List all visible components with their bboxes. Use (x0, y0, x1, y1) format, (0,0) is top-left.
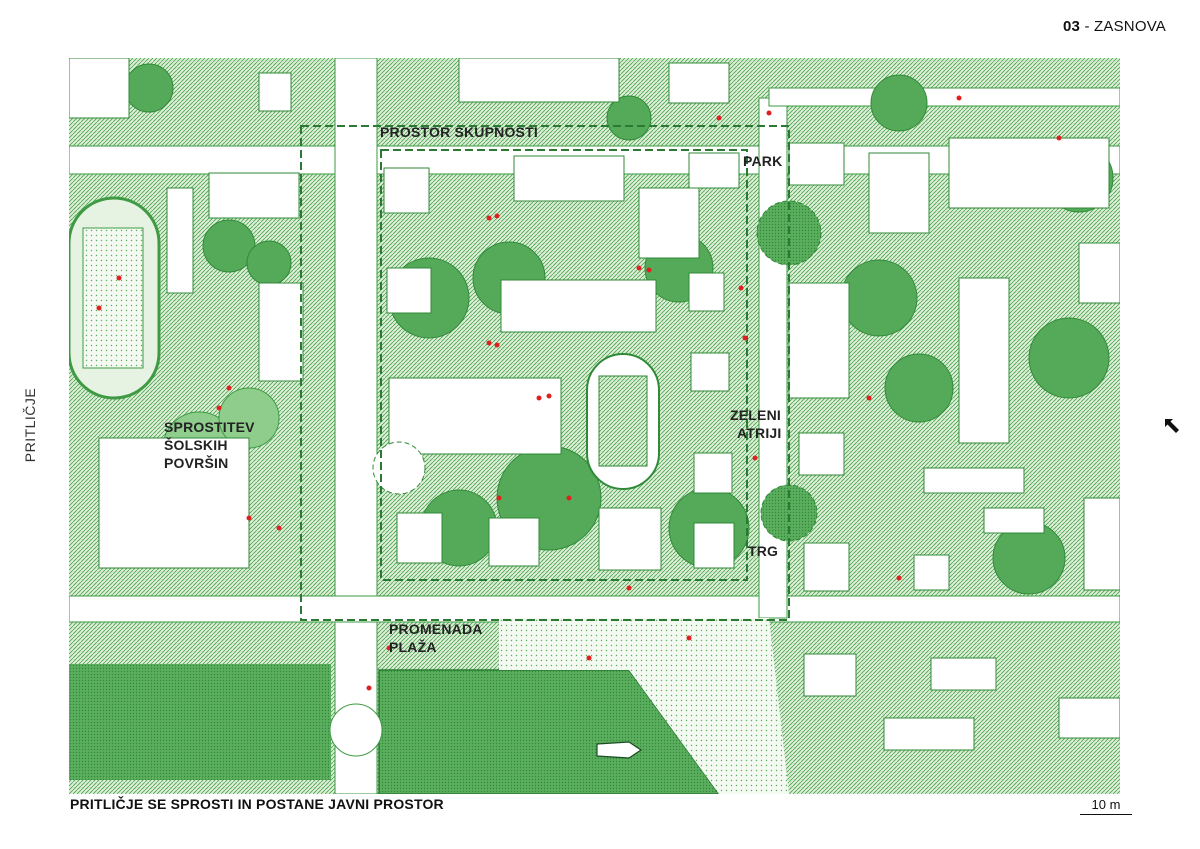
people-markers (96, 95, 1062, 691)
site-boundary (300, 125, 790, 621)
building (458, 58, 620, 103)
site-plan-map: PROSTOR SKUPNOSTI PARK SPROSTITEV ŠOLSKI… (69, 58, 1120, 794)
building (98, 437, 250, 569)
building (1078, 242, 1120, 304)
building (958, 277, 1010, 444)
building (803, 542, 850, 592)
header-separator: - (1080, 18, 1095, 35)
building (208, 172, 300, 219)
round-plaza (372, 441, 426, 495)
road-roundabout (329, 703, 383, 757)
building (690, 352, 730, 392)
side-label: PRITLIČJE (22, 387, 38, 463)
building (788, 282, 850, 399)
tree-cluster (124, 63, 174, 113)
building (1058, 697, 1120, 739)
building (166, 187, 194, 294)
building (396, 512, 443, 564)
road-far-north (768, 87, 1120, 107)
label-sprostitev-1: SPROSTITEV (164, 419, 255, 435)
building (693, 452, 733, 494)
building (258, 72, 292, 112)
building (693, 522, 735, 569)
tree-cluster (884, 353, 954, 423)
building (923, 467, 1025, 494)
building (948, 137, 1110, 209)
tree-cluster (246, 240, 292, 286)
oval-inner (598, 375, 648, 467)
label-prostor-skupnosti: PROSTOR SKUPNOSTI (380, 124, 538, 140)
buildings (69, 58, 1120, 751)
building (500, 279, 657, 333)
building (788, 142, 845, 186)
building (883, 717, 975, 751)
building (513, 155, 625, 202)
building (69, 58, 130, 119)
scale-line (1080, 814, 1132, 815)
building (598, 507, 662, 571)
building (688, 152, 740, 189)
building (798, 432, 845, 476)
label-trg: TRG (748, 543, 778, 559)
building (668, 62, 730, 104)
scale-bar: 10 m (1080, 797, 1132, 815)
scale-label: 10 m (1091, 797, 1121, 812)
label-promenada-1: PROMENADA (389, 621, 483, 637)
label-promenada-2: PLAŽA (389, 638, 437, 655)
tree-cluster (870, 74, 928, 132)
beach (499, 618, 789, 794)
tree-cluster (606, 95, 652, 141)
inner-boundary (380, 149, 748, 581)
section-title: ZASNOVA (1094, 18, 1166, 35)
tree-cluster (1028, 317, 1110, 399)
label-park: PARK (743, 153, 782, 169)
building (388, 377, 562, 455)
page-header: 03 - ZASNOVA (1063, 18, 1166, 35)
building (488, 517, 540, 567)
building (983, 507, 1045, 534)
building (383, 167, 430, 214)
label-zeleni-2: ATRIJI (737, 425, 782, 441)
boat (596, 741, 643, 759)
label-zeleni-1: ZELENI (730, 407, 781, 423)
building (638, 187, 700, 259)
building (913, 554, 950, 591)
building (386, 267, 432, 314)
sports-court (82, 227, 144, 369)
label-sprostitev-2: ŠOLSKIH (164, 436, 228, 453)
road-vertical-main (334, 58, 378, 794)
cursor-arrow-icon (1165, 419, 1179, 433)
caption: PRITLIČJE SE SPROSTI IN POSTANE JAVNI PR… (70, 796, 444, 812)
lower-left-field (69, 664, 331, 780)
building (1083, 497, 1120, 591)
building (930, 657, 997, 691)
building (258, 282, 304, 382)
building (688, 272, 725, 312)
label-sprostitev-3: POVRŠIN (164, 454, 228, 471)
tree-cluster (840, 259, 918, 337)
building (803, 653, 857, 697)
section-number: 03 (1062, 18, 1081, 35)
building (868, 152, 930, 234)
